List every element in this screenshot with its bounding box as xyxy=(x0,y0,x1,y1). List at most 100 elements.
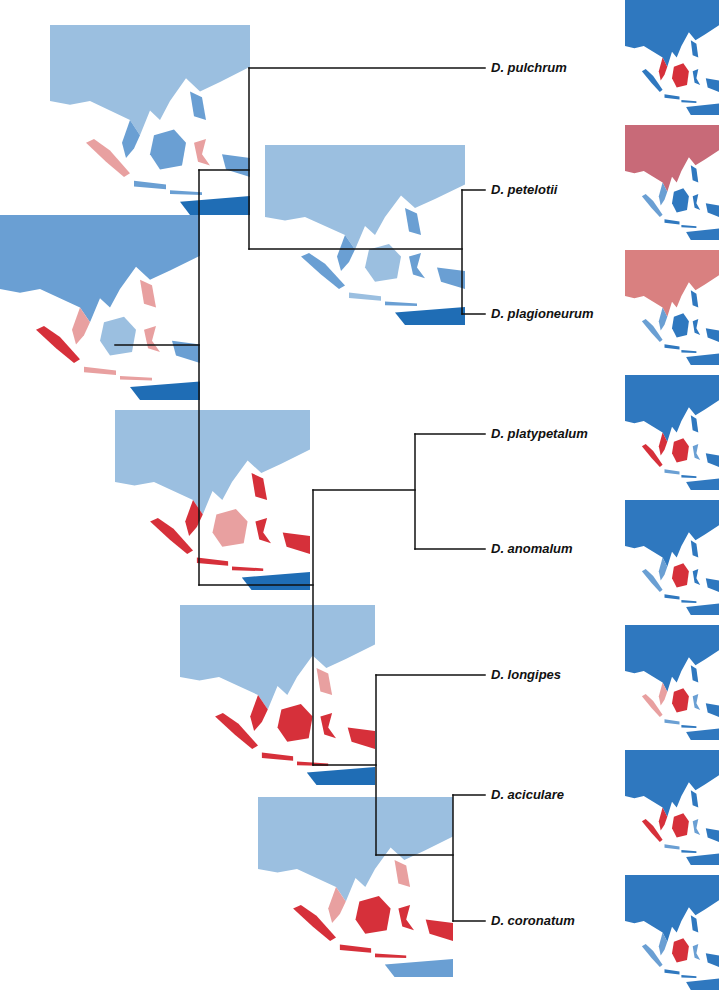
map-land xyxy=(693,69,701,85)
map-land xyxy=(686,604,719,616)
map-land xyxy=(681,725,696,728)
map-land xyxy=(691,165,699,182)
map-land xyxy=(691,915,699,932)
map-land xyxy=(686,979,719,990)
map-land xyxy=(681,100,696,103)
map-land xyxy=(642,69,663,92)
range-map xyxy=(625,375,719,490)
map-land xyxy=(0,215,200,322)
range-map xyxy=(180,605,375,785)
map-land xyxy=(405,208,421,235)
map-land xyxy=(398,905,414,930)
map-land xyxy=(130,382,200,401)
map-land xyxy=(672,63,689,87)
map-land xyxy=(84,367,116,375)
tree-branch xyxy=(312,490,314,765)
map-land xyxy=(706,828,719,842)
map-land xyxy=(395,860,411,887)
map-land xyxy=(693,319,701,335)
map-land xyxy=(115,410,310,514)
map-land xyxy=(672,813,689,837)
map-land xyxy=(356,896,391,934)
species-label: D. platypetalum xyxy=(489,426,590,442)
map-land xyxy=(213,509,248,547)
map-land xyxy=(691,290,699,307)
map-land xyxy=(681,225,696,228)
map-land xyxy=(665,344,680,349)
map-land xyxy=(625,625,719,692)
map-land xyxy=(215,713,258,749)
map-land xyxy=(409,253,425,278)
range-map xyxy=(625,750,719,865)
map-land xyxy=(385,302,417,307)
map-land xyxy=(197,558,228,566)
map-land xyxy=(642,444,663,467)
map-land xyxy=(134,181,166,190)
map-land xyxy=(672,438,689,462)
map-land xyxy=(665,219,680,224)
map-land xyxy=(691,665,699,682)
tree-branch xyxy=(248,68,250,249)
map-land xyxy=(691,790,699,807)
tree-branch xyxy=(199,584,313,586)
map-land xyxy=(665,469,680,474)
map-land xyxy=(122,120,140,158)
range-map xyxy=(115,410,310,590)
map-land xyxy=(681,475,696,478)
map-land xyxy=(693,694,701,710)
tree-branch xyxy=(375,675,377,855)
map-land xyxy=(686,854,719,866)
map-land xyxy=(659,808,668,831)
map-land xyxy=(659,58,668,81)
map-land xyxy=(691,415,699,432)
tree-branch xyxy=(249,67,485,69)
map-land xyxy=(642,569,663,592)
map-land xyxy=(222,154,250,177)
map-land xyxy=(659,433,668,456)
tree-branch xyxy=(249,248,462,250)
map-land xyxy=(681,850,696,853)
map-land xyxy=(190,92,206,121)
map-land xyxy=(625,875,719,942)
map-land xyxy=(625,375,719,442)
tree-branch xyxy=(198,170,200,585)
map-land xyxy=(681,350,696,353)
map-land xyxy=(426,919,453,941)
map-land xyxy=(242,572,310,590)
species-label: D. plagioneurum xyxy=(489,306,596,322)
map-land xyxy=(665,844,680,849)
tree-branch xyxy=(461,190,463,314)
range-map xyxy=(625,250,719,365)
map-land xyxy=(642,694,663,717)
range-map xyxy=(625,625,719,740)
map-land xyxy=(642,944,663,967)
map-land xyxy=(672,938,689,962)
map-land xyxy=(185,500,203,536)
map-land xyxy=(686,104,719,116)
map-land xyxy=(172,341,200,363)
map-land xyxy=(395,307,465,325)
map-land xyxy=(385,959,453,977)
map-land xyxy=(681,600,696,603)
tree-branch xyxy=(199,169,249,171)
map-land xyxy=(642,819,663,842)
map-land xyxy=(262,753,293,761)
map-land xyxy=(348,727,375,749)
tree-branch xyxy=(414,434,416,549)
map-land xyxy=(86,139,130,177)
map-land xyxy=(625,125,719,192)
species-label: D. anomalum xyxy=(489,541,575,557)
tree-branch xyxy=(376,854,453,856)
map-land xyxy=(625,0,719,67)
tree-branch xyxy=(453,920,485,922)
map-land xyxy=(194,139,210,166)
map-land xyxy=(72,308,90,345)
range-map xyxy=(625,500,719,615)
map-land xyxy=(642,194,663,217)
map-land xyxy=(693,194,701,210)
species-label: D. petelotii xyxy=(489,182,559,198)
map-land xyxy=(265,145,465,249)
species-label: D. pulchrum xyxy=(489,60,569,76)
map-land xyxy=(307,767,375,785)
